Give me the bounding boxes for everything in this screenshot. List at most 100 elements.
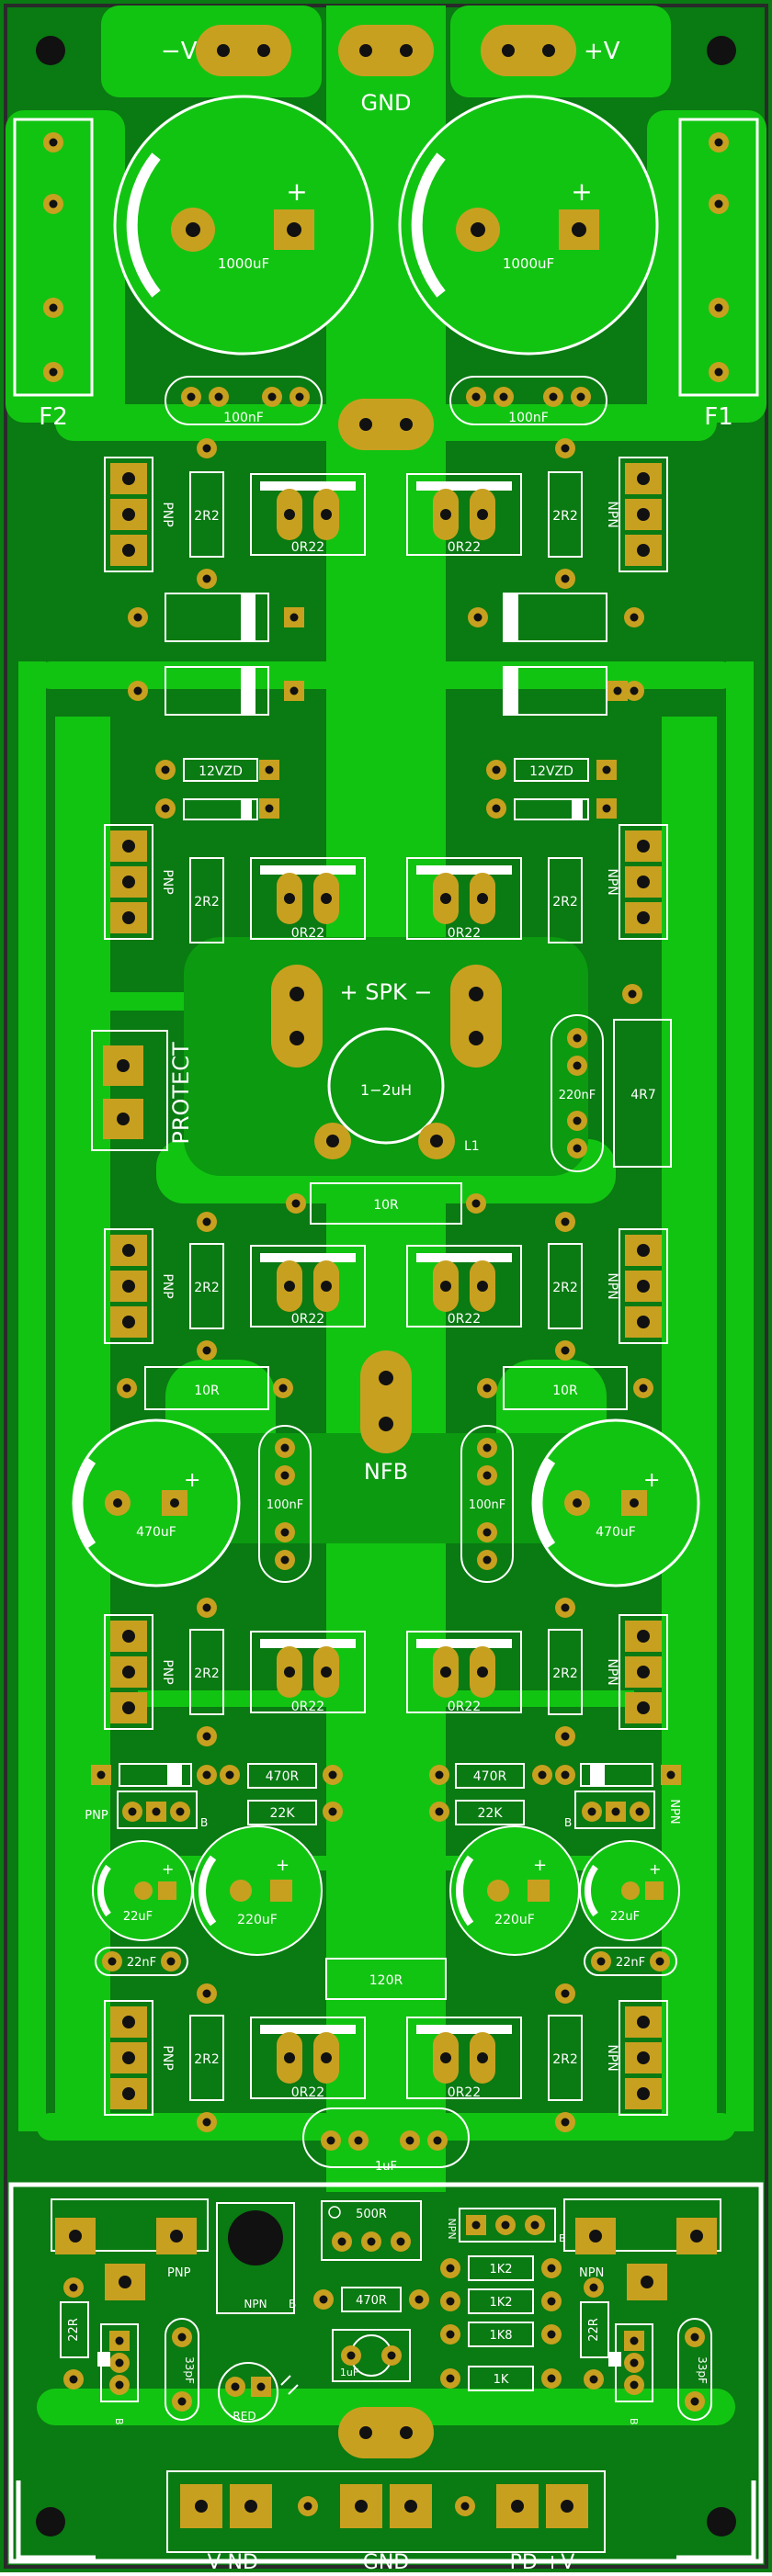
svg-text:RED: RED xyxy=(233,2410,255,2423)
svg-text:1K2: 1K2 xyxy=(489,2263,512,2277)
decouple-cap-right: 100nF xyxy=(449,376,607,425)
zobel-cap: 220nF xyxy=(551,1014,604,1172)
label-protect: PROTECT xyxy=(168,1042,194,1145)
svg-text:220uF: 220uF xyxy=(494,1913,535,1927)
fuse-holder-right xyxy=(678,118,759,397)
svg-text:22R: 22R xyxy=(67,2318,81,2342)
svg-text:1uF: 1uF xyxy=(375,2160,397,2174)
svg-text:B: B xyxy=(289,2298,296,2310)
gnd-bridge-pads xyxy=(338,399,434,450)
protect-board: PNP NPN NPN B 500R 470R NPN B 1K2 1K2 1K… xyxy=(51,2198,721,2574)
svg-text:22uF: 22uF xyxy=(123,1910,153,1924)
svg-text:0R22: 0R22 xyxy=(291,1700,324,1714)
svg-text:PNP: PNP xyxy=(160,2045,175,2070)
svg-text:0R22: 0R22 xyxy=(448,926,481,941)
svg-text:+: + xyxy=(643,1469,660,1492)
protect-connector: PROTECT xyxy=(91,1030,194,1151)
comp-caps: 22nF 22nF 120R xyxy=(95,1947,677,2000)
svg-text:B: B xyxy=(559,2232,566,2244)
svg-text:0R22: 0R22 xyxy=(448,1312,481,1327)
svg-text:0R22: 0R22 xyxy=(291,926,324,941)
svg-text:1−2uH: 1−2uH xyxy=(360,1081,412,1099)
svg-text:22nF: 22nF xyxy=(616,1956,645,1970)
svg-text:+: + xyxy=(162,1860,174,1878)
inductor-l1: 1−2uH L1 xyxy=(314,1027,480,1159)
label-nfb: NFB xyxy=(364,1459,408,1485)
svg-text:NPN: NPN xyxy=(579,2266,604,2280)
input-caps: + 22uF + 220uF + 220uF + 22uF xyxy=(92,1825,680,1956)
svg-text:0R22: 0R22 xyxy=(291,540,324,555)
svg-text:100nF: 100nF xyxy=(508,411,549,425)
protect-gnd-pads xyxy=(338,2407,434,2458)
protect-board-outline xyxy=(8,2182,764,2564)
label-pos-v: +V xyxy=(584,38,620,65)
output-row-3: PNP NPN 2R2 2R2 0R22 0R22 xyxy=(104,1212,668,1361)
svg-text:PNP: PNP xyxy=(167,2266,191,2280)
svg-text:+: + xyxy=(184,1469,200,1492)
svg-text:0R22: 0R22 xyxy=(448,2085,481,2100)
svg-text:PNP: PNP xyxy=(160,1659,175,1684)
fuse-holder-left xyxy=(13,118,94,397)
svg-text:NPN: NPN xyxy=(446,2218,458,2239)
svg-text:470R: 470R xyxy=(356,2294,387,2308)
svg-text:NPN: NPN xyxy=(605,1272,619,1299)
output-row-2: PNP NPN 2R2 2R2 0R22 0R22 xyxy=(104,824,668,943)
nfb-connector: NFB xyxy=(360,1350,412,1485)
svg-text:33pF: 33pF xyxy=(183,2356,196,2384)
zobel-resistor: 4R7 xyxy=(613,984,672,1168)
output-row-4: PNP NPN 2R2 2R2 0R22 0R22 xyxy=(104,1598,668,1746)
svg-text:0R22: 0R22 xyxy=(291,2085,324,2100)
svg-text:B: B xyxy=(564,1816,572,1829)
svg-text:2R2: 2R2 xyxy=(194,1281,220,1295)
svg-text:2R2: 2R2 xyxy=(194,509,220,524)
svg-text:4R7: 4R7 xyxy=(630,1088,656,1102)
svg-text:0R22: 0R22 xyxy=(448,540,481,555)
svg-text:1uF: 1uF xyxy=(340,2367,358,2378)
svg-text:B: B xyxy=(113,2418,125,2425)
svg-text:NPN: NPN xyxy=(244,2298,267,2310)
svg-text:PNP: PNP xyxy=(160,502,175,526)
svg-text:10R: 10R xyxy=(373,1198,399,1213)
svg-text:PNP: PNP xyxy=(160,869,175,894)
svg-text:12VZD: 12VZD xyxy=(529,764,573,779)
svg-text:22K: 22K xyxy=(478,1806,504,1821)
svg-text:B: B xyxy=(628,2418,640,2425)
svg-text:10R: 10R xyxy=(194,1384,220,1398)
main-cap-left-label: 1000uF xyxy=(218,255,269,272)
svg-text:220uF: 220uF xyxy=(237,1913,278,1927)
svg-text:1K: 1K xyxy=(494,2373,509,2387)
svg-text:2R2: 2R2 xyxy=(194,1666,220,1681)
speaker-terminal: + SPK − xyxy=(271,965,502,1068)
svg-text:0R22: 0R22 xyxy=(291,1312,324,1327)
decouple-vertical: 100nF 100nF xyxy=(258,1425,514,1583)
svg-text:+: + xyxy=(533,1856,547,1875)
bias-caps: + 470uF + 470uF xyxy=(72,1418,700,1587)
svg-text:NPN: NPN xyxy=(605,1658,619,1685)
svg-text:2R2: 2R2 xyxy=(552,895,578,910)
conn-neg-v-pads xyxy=(196,25,291,76)
svg-text:33pF: 33pF xyxy=(696,2356,709,2384)
svg-text:2R2: 2R2 xyxy=(194,895,220,910)
svg-text:PNP: PNP xyxy=(160,1273,175,1298)
bottom-connectors: −V ND GND PD +V xyxy=(166,2470,606,2574)
svg-text:470R: 470R xyxy=(266,1769,300,1784)
svg-text:2R2: 2R2 xyxy=(552,2052,578,2067)
svg-text:2R2: 2R2 xyxy=(194,2052,220,2067)
label-spk: + SPK − xyxy=(340,979,433,1005)
svg-text:2R2: 2R2 xyxy=(552,1281,578,1295)
label-bottom-gnd: GND xyxy=(363,2551,409,2572)
svg-text:12VZD: 12VZD xyxy=(199,764,243,779)
svg-text:NPN: NPN xyxy=(605,2044,619,2071)
svg-text:NPN: NPN xyxy=(605,501,619,527)
label-fuse-left: F2 xyxy=(39,403,68,431)
svg-text:22uF: 22uF xyxy=(610,1910,640,1924)
svg-text:B: B xyxy=(200,1816,208,1829)
vas-section: 470R 470R 22K 22K PNP B NPN B xyxy=(85,1763,681,1829)
svg-text:NPN: NPN xyxy=(667,1799,681,1824)
label-bottom-pos: PD +V xyxy=(510,2551,575,2572)
svg-text:470R: 470R xyxy=(473,1769,507,1784)
decouple-cap-left: 100nF xyxy=(165,376,323,425)
svg-text:500R: 500R xyxy=(356,2208,387,2221)
